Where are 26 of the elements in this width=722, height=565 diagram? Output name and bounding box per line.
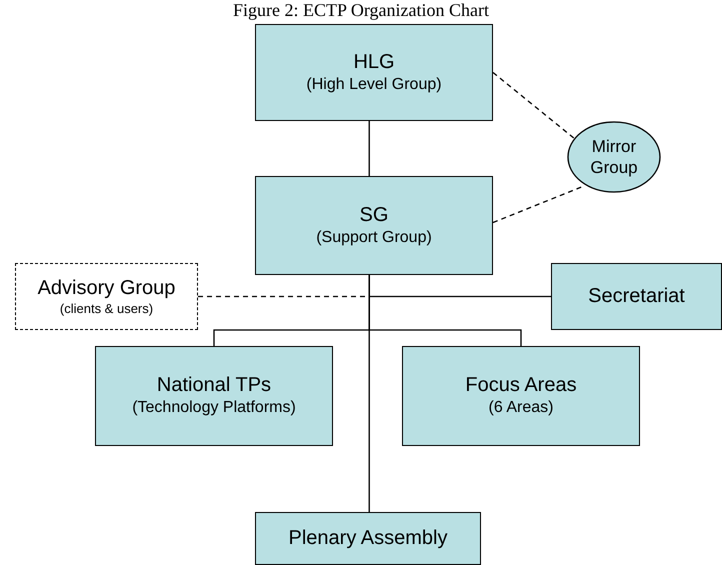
group-name: HLG — [353, 50, 395, 75]
group-name: SG — [360, 202, 388, 228]
group-box — [402, 346, 640, 446]
dashed-connector — [492, 185, 584, 224]
group-description: (Support Group) — [316, 228, 432, 248]
secretariat-box — [551, 263, 722, 330]
group-box — [255, 24, 493, 121]
connector-line — [368, 275, 370, 512]
group-box — [95, 346, 333, 446]
group-name: Focus Areas — [465, 373, 577, 398]
group-name: Mirror Group — [589, 136, 639, 178]
group-name: Advisory Group — [38, 276, 176, 301]
connector-line — [368, 121, 370, 176]
assembly-box — [255, 512, 481, 565]
group-ellipse — [567, 121, 661, 193]
figure-title: Figure 2: ECTP Organization Chart — [232, 0, 490, 21]
group-description: (clients & users) — [60, 300, 154, 318]
group-description: (6 Areas) — [488, 398, 554, 418]
group-description: (Technology Platforms) — [132, 398, 296, 418]
group-box — [255, 176, 493, 275]
advisory-box — [15, 263, 198, 330]
group-description: (High Level Group) — [306, 74, 442, 95]
group-name: Secretariat — [588, 284, 685, 309]
dashed-connector — [492, 72, 576, 140]
group-name: Plenary Assembly — [288, 526, 448, 551]
group-name: National TPs — [156, 373, 272, 398]
